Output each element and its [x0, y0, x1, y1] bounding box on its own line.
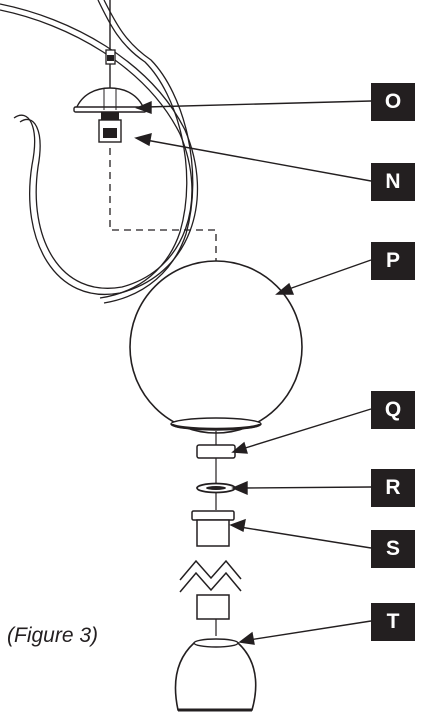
- callout-s: S: [371, 530, 415, 568]
- part-o-cap: [73, 87, 147, 113]
- assembly-path-dashed: [109, 148, 217, 268]
- suspension-cable-coil: [0, 0, 198, 304]
- figure-caption: (Figure 3): [7, 624, 99, 647]
- callout-n: N: [371, 163, 415, 201]
- part-t-diffuser: [174, 638, 257, 712]
- part-p-globe: [129, 260, 303, 434]
- callout-t: T: [371, 603, 415, 641]
- part-r-washer: [196, 482, 236, 494]
- callout-p: P: [371, 242, 415, 280]
- part-s-rod: [179, 510, 242, 620]
- leader-lines: [134, 100, 372, 645]
- callout-o: O: [371, 83, 415, 121]
- part-q-ring: [196, 444, 236, 459]
- callout-r: R: [371, 469, 415, 507]
- part-n-socket: [98, 112, 122, 143]
- callout-q: Q: [371, 391, 415, 429]
